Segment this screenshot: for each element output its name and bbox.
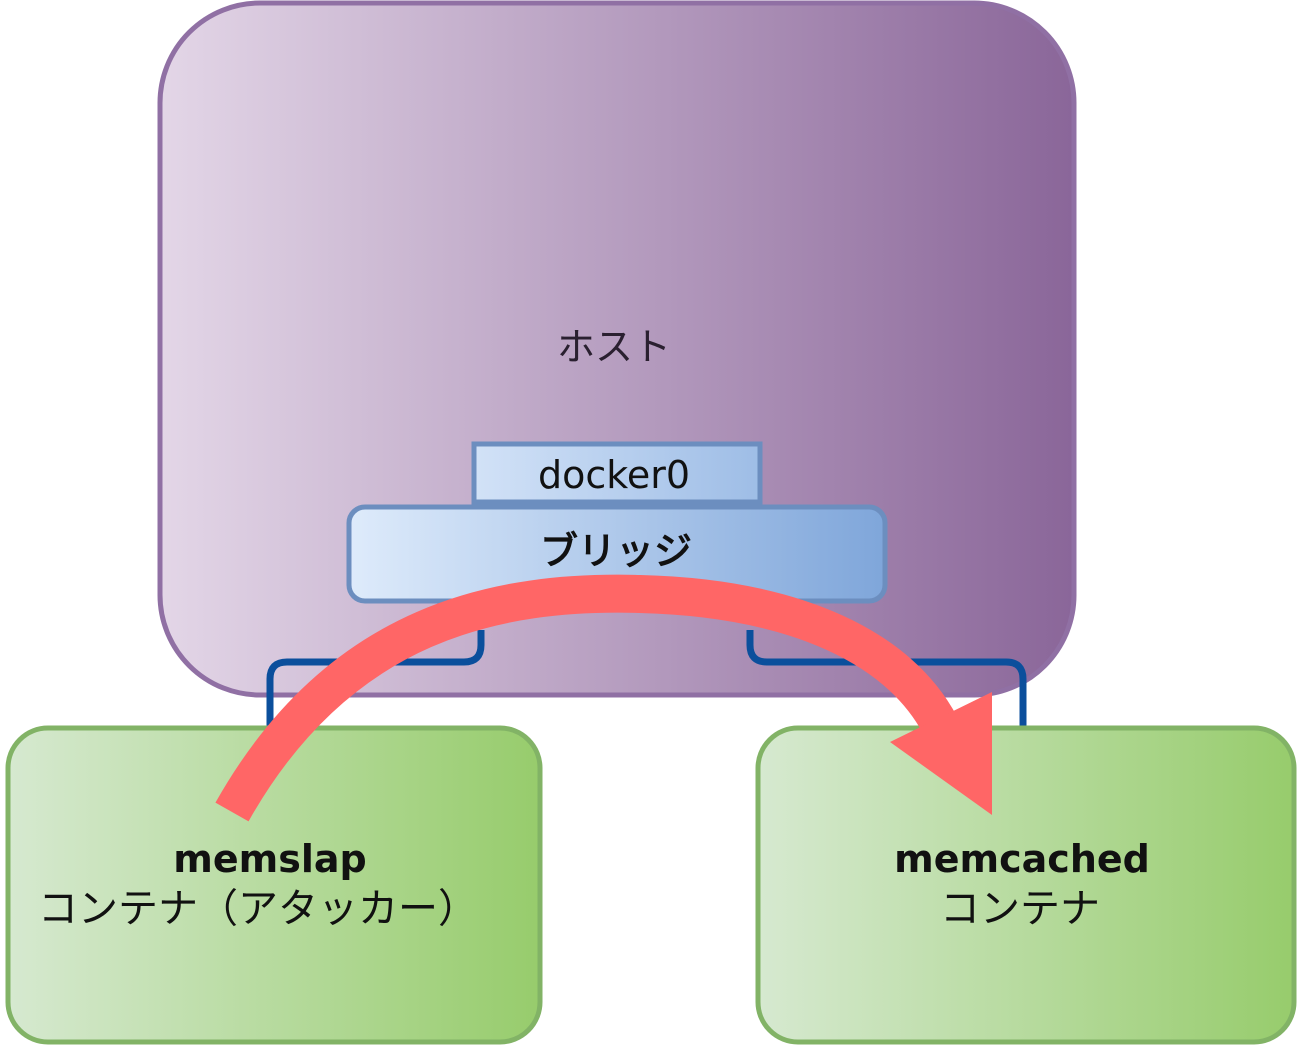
docker0-interface [471,441,763,505]
attack-arrow-curve [215,574,957,822]
host-label: ホスト [557,325,671,369]
memcached-caption: コンテナ [940,886,1100,932]
memcached-name: memcached [894,837,1150,881]
docker0-label: docker0 [538,453,690,497]
memcached-container-box [755,725,1297,1045]
memslap-name: memslap [173,837,366,881]
memslap-caption: コンテナ（アタッカー） [38,886,478,932]
bridge-label: ブリッジ [540,529,692,573]
attack-arrow-head [890,692,992,815]
